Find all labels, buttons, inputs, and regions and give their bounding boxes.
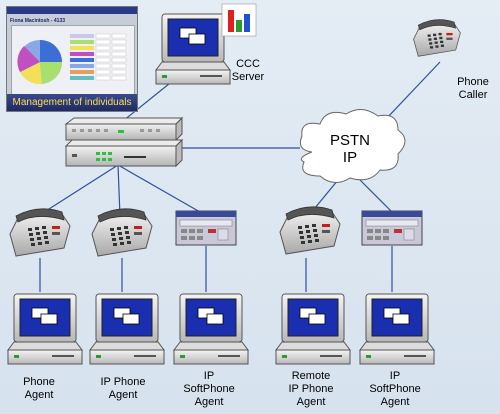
- agent-4-phone-icon: [279, 206, 341, 255]
- inset-table: [70, 33, 127, 81]
- pstn-ip-cloud: [299, 109, 406, 183]
- agent-3-computer: [173, 293, 249, 365]
- link-switch-phone2: [117, 164, 121, 217]
- management-screenshot: Fiona Macintosh - 4133: [6, 6, 138, 112]
- inset-caption: Management of individuals: [7, 94, 137, 111]
- agent-5-label: IP SoftPhone Agent: [369, 370, 421, 408]
- agent-1-label: Phone Agent: [23, 376, 55, 401]
- pstn-ip-label: PSTN IP: [318, 132, 382, 166]
- link-cloud-softphone2: [359, 179, 393, 213]
- agent-1-phone-icon: [9, 208, 71, 257]
- agent-1-computer: [7, 293, 83, 365]
- agent-2-phone-icon: [91, 208, 153, 257]
- cloud-line-1: PSTN: [329, 132, 370, 149]
- agent-3-softphone-icon: [175, 210, 237, 246]
- bar-chart-icon: [221, 3, 257, 37]
- cloud-line-2: IP: [342, 149, 358, 166]
- pie-chart-icon: [17, 33, 127, 85]
- inset-window-title: Fiona Macintosh - 4133: [10, 18, 66, 24]
- agent-5-computer: [359, 293, 435, 365]
- agent-4-computer: [275, 293, 351, 365]
- phone-caller-label: Phone Caller: [457, 76, 489, 101]
- network-switch: [64, 116, 184, 168]
- agent-5-softphone-icon: [361, 210, 423, 246]
- ccc-server-label: CCC Server: [231, 58, 265, 83]
- agent-3-label: IP SoftPhone Agent: [183, 370, 235, 408]
- inset-panel: [11, 25, 135, 95]
- agent-4-label: Remote IP Phone Agent: [288, 370, 334, 408]
- agent-2-computer: [89, 293, 165, 365]
- agent-2-label: IP Phone Agent: [100, 376, 146, 401]
- phone-caller-icon: [413, 19, 461, 57]
- link-switch-phone1: [37, 164, 119, 217]
- ccc-server-computer: [155, 13, 231, 85]
- link-switch-softphone1: [117, 164, 201, 213]
- connection-lines: [37, 61, 441, 292]
- inset-title-bar: [7, 7, 137, 14]
